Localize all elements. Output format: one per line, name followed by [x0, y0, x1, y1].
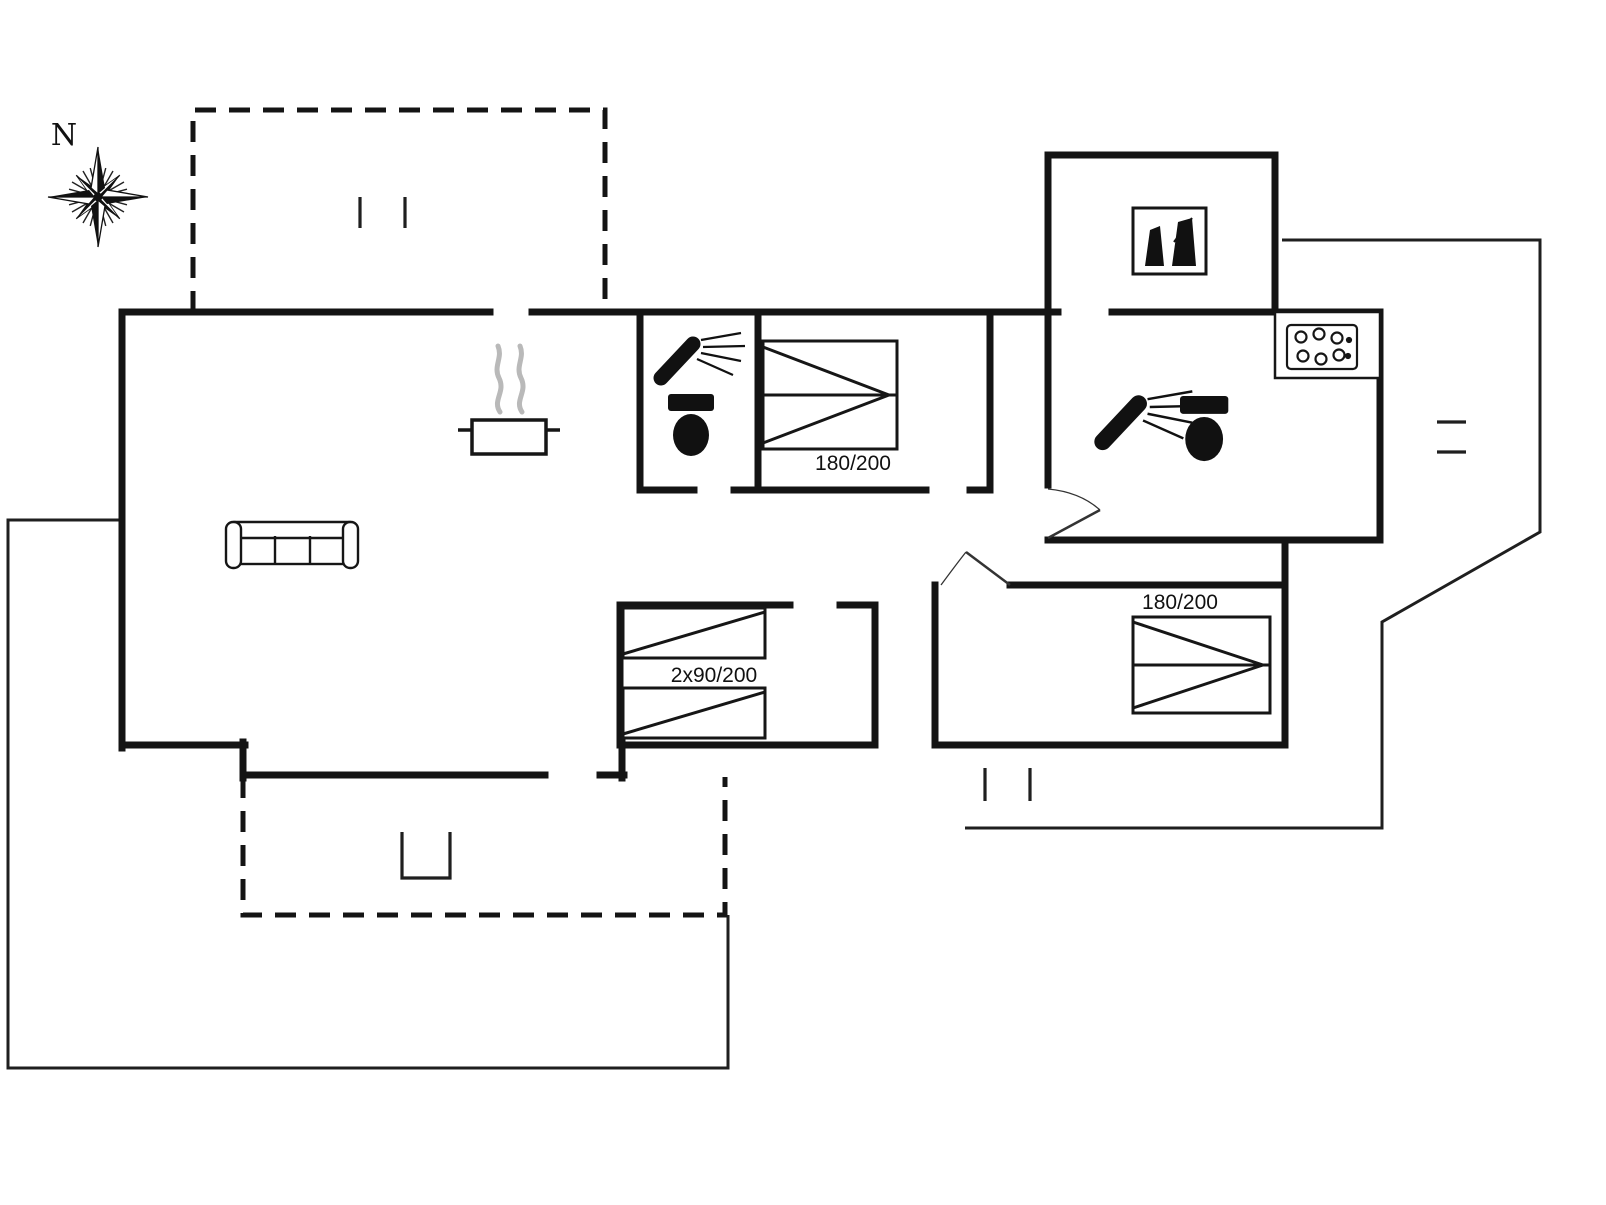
opening-marks — [358, 197, 1466, 880]
cooking-pot-icon — [458, 343, 560, 456]
bottom-marks — [983, 768, 1032, 801]
compass: N — [47, 118, 149, 248]
bathroom-right-door-arc — [1047, 488, 1101, 511]
bed-size-label: 180/200 — [1142, 591, 1218, 614]
terrace-top-outline — [190, 107, 608, 312]
terrace-bottom-furniture — [400, 832, 452, 880]
compass-center — [93, 192, 103, 202]
terrace-outlines — [190, 107, 728, 918]
bed-size-label: 2x90/200 — [671, 664, 757, 687]
bathroom-right-door-leaf — [1047, 508, 1101, 540]
right-deck-marks — [1437, 420, 1466, 454]
appliance-icon — [1131, 206, 1208, 276]
compass-north-label: N — [51, 118, 77, 153]
shower-icon — [1094, 390, 1197, 451]
sofa-icon — [224, 520, 360, 570]
toilet-icon — [1180, 396, 1229, 462]
steam-icon — [494, 343, 526, 415]
plot-boundary-left — [6, 518, 730, 1070]
plot-boundary — [6, 238, 1542, 1070]
terrace-bottom-outline — [240, 777, 728, 918]
bed-size-label: 180/200 — [815, 452, 891, 475]
bedroom-right-door-leaf — [965, 551, 1011, 586]
double-bed-icon — [761, 339, 899, 451]
bunk-bed-icon — [621, 606, 767, 740]
bedroom-right-door-arc — [940, 551, 967, 586]
door-swings — [940, 488, 1101, 586]
shower-icon — [653, 331, 746, 386]
plot-boundary-right — [965, 238, 1542, 830]
double-bed-icon — [1131, 615, 1272, 715]
terrace-top-marks — [358, 197, 407, 228]
hob-icon — [1273, 310, 1382, 380]
toilet-icon — [668, 394, 714, 456]
